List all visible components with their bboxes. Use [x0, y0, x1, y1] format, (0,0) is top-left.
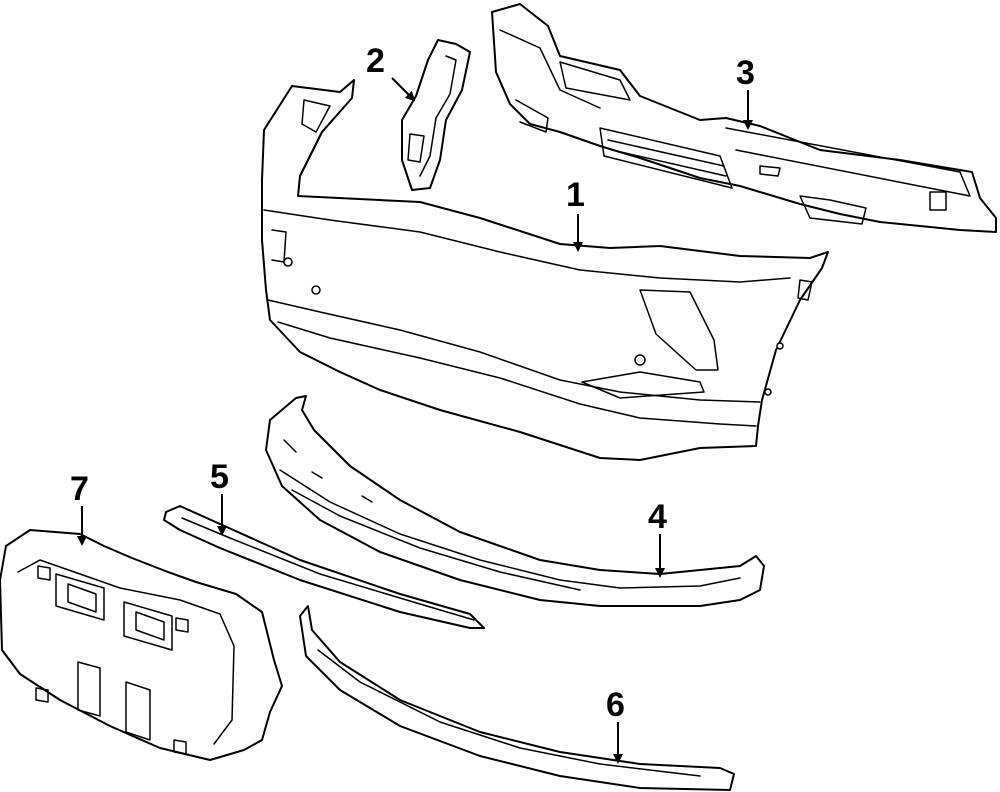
callout-label-2: 2: [366, 42, 385, 80]
leader-2: [391, 77, 416, 102]
lower-valance: [265, 395, 765, 607]
lower-molding: [299, 605, 735, 791]
callout-label-6: 6: [606, 686, 625, 724]
callout-label-7: 7: [70, 470, 89, 508]
callout-labels: 1 2 3 4 5 6 7: [70, 42, 755, 724]
energy-absorber: [491, 3, 997, 233]
leader-arrows: [77, 77, 753, 764]
license-plate-bracket: [0, 529, 283, 761]
bumper-bracket: [401, 39, 471, 191]
bumper-cover: [261, 79, 829, 461]
callout-label-4: 4: [648, 498, 667, 536]
callout-label-5: 5: [210, 458, 229, 496]
trim-strip: [163, 505, 485, 629]
callout-label-1: 1: [566, 176, 585, 214]
callout-label-3: 3: [736, 54, 755, 92]
